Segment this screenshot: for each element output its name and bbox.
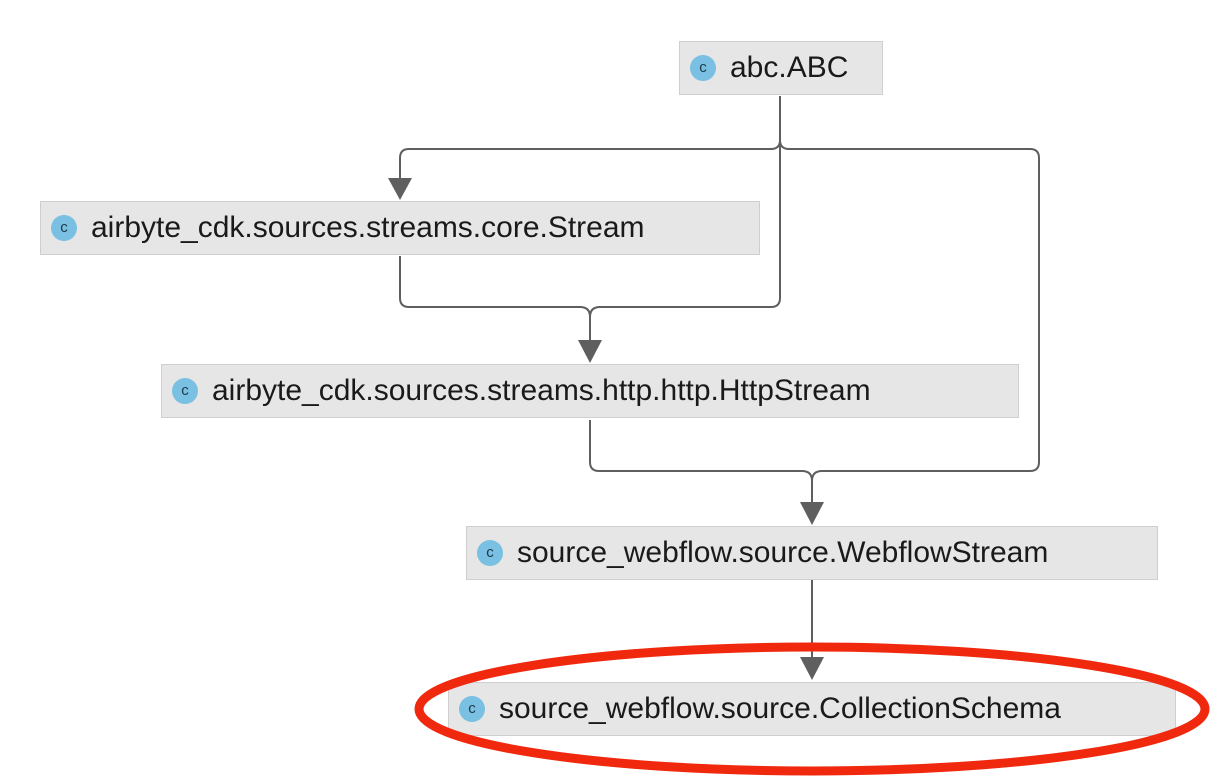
arrowhead-to-stream bbox=[388, 178, 412, 200]
arrowhead-to-collectionschema bbox=[800, 657, 824, 680]
class-node-collectionschema[interactable]: c source_webflow.source.CollectionSchema bbox=[448, 682, 1176, 736]
class-icon: c bbox=[477, 540, 503, 566]
arrowhead-to-webflowstream bbox=[800, 502, 824, 525]
class-node-label: airbyte_cdk.sources.streams.core.Stream bbox=[91, 211, 645, 244]
class-icon: c bbox=[172, 378, 198, 404]
edge-httpstream-to-webflowstream bbox=[589, 420, 813, 502]
class-node-httpstream[interactable]: c airbyte_cdk.sources.streams.http.http.… bbox=[161, 364, 1019, 418]
edge-abc-to-stream bbox=[399, 96, 781, 178]
class-node-webflowstream[interactable]: c source_webflow.source.WebflowStream bbox=[466, 526, 1158, 580]
class-node-label: airbyte_cdk.sources.streams.http.http.Ht… bbox=[212, 374, 871, 407]
arrowhead-to-httpstream bbox=[578, 340, 602, 363]
class-node-label: source_webflow.source.CollectionSchema bbox=[499, 692, 1061, 725]
class-icon: c bbox=[51, 215, 77, 241]
edge-abc-to-webflowstream bbox=[779, 96, 1040, 502]
class-icon: c bbox=[690, 55, 716, 81]
class-icon: c bbox=[459, 696, 485, 722]
class-node-abc-abc[interactable]: c abc.ABC bbox=[679, 41, 883, 95]
edge-abc-to-httpstream bbox=[589, 96, 781, 340]
class-node-label: abc.ABC bbox=[730, 51, 849, 84]
class-node-label: source_webflow.source.WebflowStream bbox=[517, 536, 1049, 569]
edge-stream-to-httpstream bbox=[399, 256, 591, 340]
class-node-stream[interactable]: c airbyte_cdk.sources.streams.core.Strea… bbox=[40, 201, 760, 255]
